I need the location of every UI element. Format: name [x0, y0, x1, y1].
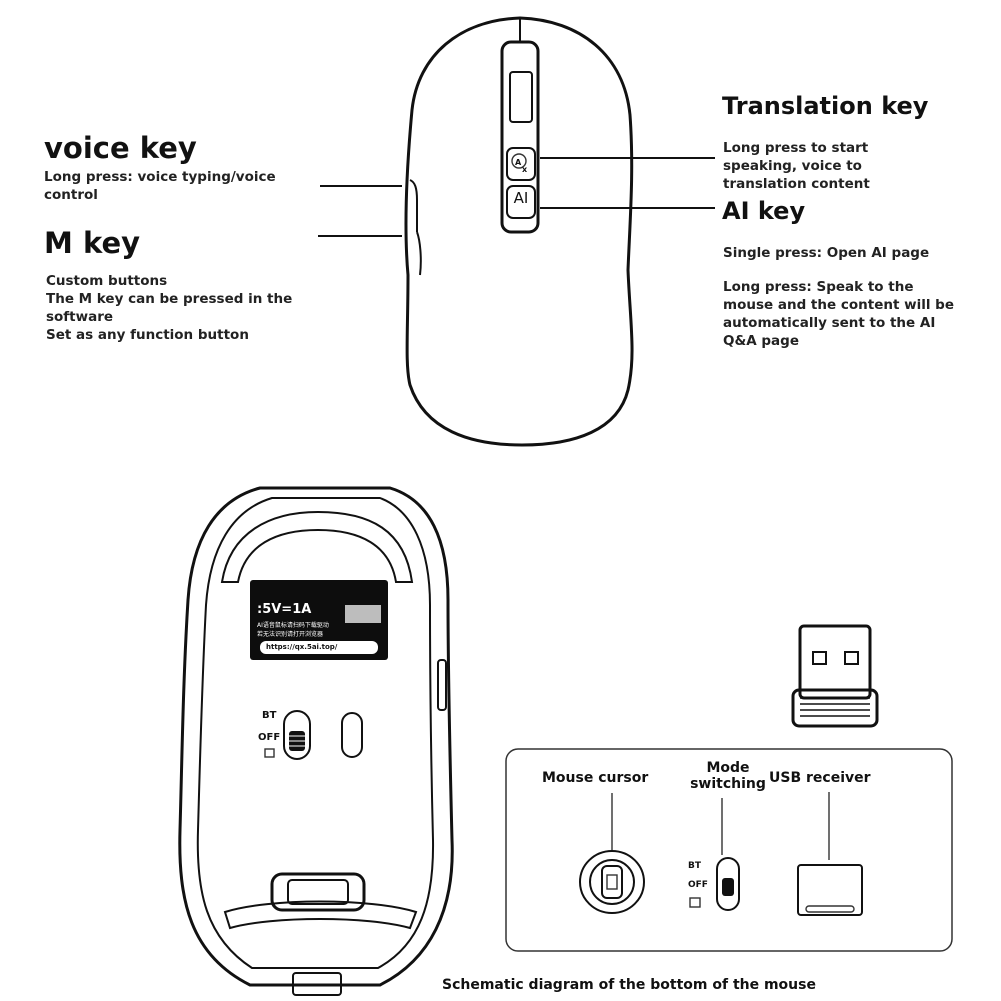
translation-key-title: Translation key [722, 92, 929, 120]
legend-usb-receiver-label: USB receiver [769, 770, 871, 786]
bottom-caption: Schematic diagram of the bottom of the m… [442, 977, 816, 993]
sensor-mid-ring [589, 859, 635, 905]
bottom-mouse-illustration [178, 486, 454, 996]
translation-icon: A x [511, 153, 528, 174]
ai-button-glyph: AI [513, 189, 529, 207]
legend-switch-knob [722, 878, 734, 896]
bottom-sensor-inner [287, 879, 349, 905]
svg-text:x: x [522, 165, 528, 174]
top-button-column [500, 40, 540, 234]
m-key-desc-3: Set as any function button [46, 327, 249, 343]
usb-pin-left [812, 651, 827, 665]
legend-bt-label: BT [688, 861, 701, 871]
usb-connector [798, 624, 872, 700]
legend-battery-icon [689, 897, 701, 908]
legend-usb-icon [797, 864, 863, 916]
ai-key-single-press: Single press: Open AI page [723, 245, 930, 261]
top-mouse-illustration: A x [318, 16, 715, 447]
sticker-line-2: 若无法识别请打开浏览器 [257, 631, 324, 638]
sensor-pill [341, 712, 363, 758]
sticker-line-1: AI语音鼠标请扫码下载驱动 [257, 622, 329, 629]
voice-key-title: voice key [44, 131, 197, 165]
bottom-sensor-window [270, 872, 366, 912]
legend-mouse-cursor-label: Mouse cursor [542, 770, 649, 786]
translation-key-button [506, 147, 536, 181]
usb-receiver-illustration [791, 624, 879, 728]
m-side-key [416, 231, 422, 276]
ai-key-button [506, 185, 536, 219]
sticker-qr-placeholder [345, 605, 381, 623]
sensor-inner [601, 865, 623, 899]
top-foot-pad [220, 510, 414, 583]
usb-pin-right [844, 651, 859, 665]
translation-key-desc: Long press to start speaking, voice to t… [723, 140, 870, 192]
legend-box [505, 748, 953, 952]
ai-key-long-press: Long press: Speak to the mouse and the c… [723, 279, 954, 349]
legend-mode-switching-label: Mode switching [690, 760, 766, 792]
sensor-outer-ring [579, 850, 645, 914]
m-key-desc-1: Custom buttons [46, 273, 168, 289]
voice-side-key [409, 179, 418, 232]
sticker-rating: :5V=1A [257, 602, 312, 617]
usb-receiver-body [791, 688, 879, 728]
top-mouse-body [404, 16, 634, 447]
bottom-clip [292, 972, 342, 996]
bottom-foot-pad [223, 900, 418, 930]
bottom-mouse-body [178, 486, 454, 987]
legend-switch [716, 857, 740, 911]
m-key-title: M key [44, 226, 141, 260]
sticker-url-pill [260, 641, 378, 654]
legend-off-label: OFF [688, 880, 708, 890]
sticker-url: https://qx.5ai.top/ [266, 643, 338, 651]
bottom-label-sticker [250, 580, 388, 660]
voice-key-desc: Long press: voice typing/voice control [44, 169, 276, 203]
side-button-strip [437, 659, 447, 711]
svg-text:A: A [515, 158, 522, 167]
bottom-switch-bt-label: BT [262, 710, 277, 721]
bottom-switch-off-label: OFF [258, 732, 281, 743]
scroll-wheel [509, 71, 533, 123]
ai-key-title: AI key [722, 197, 806, 225]
bottom-inner-outline [196, 497, 435, 969]
power-mode-switch [283, 710, 311, 760]
battery-icon [264, 748, 275, 758]
m-key-desc-2: The M key can be pressed in the software [46, 291, 293, 325]
